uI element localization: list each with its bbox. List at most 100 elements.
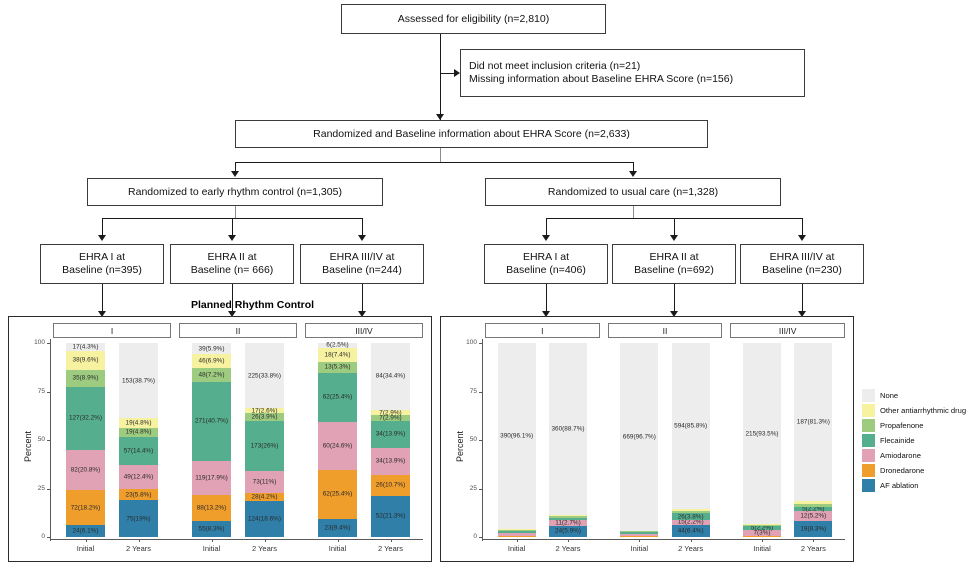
- bar-segment: [497, 532, 536, 537]
- legend-item[interactable]: Other antiarrhythmic drug: [862, 403, 966, 417]
- x-tick-mark: [211, 539, 213, 542]
- bar-segment: 72(18.2%): [65, 489, 106, 526]
- legend-label: Amiodarone: [880, 450, 921, 460]
- legend-item[interactable]: None: [862, 388, 898, 402]
- bar-segment: [620, 536, 659, 537]
- arrow-uc3-chart: [798, 311, 806, 317]
- bar-segment: 7(2.9%): [370, 409, 411, 416]
- bar-segment-label: 48(7.2%): [198, 371, 225, 379]
- box-assessed: Assessed for eligibility (n=2,810): [341, 4, 606, 34]
- bar-segment: [620, 533, 659, 537]
- connector-uc-down: [633, 162, 635, 172]
- bar-segment: 153(38.7%): [118, 343, 159, 419]
- stacked-bar: 24(6.1%)72(18.2%)82(20.8%)127(32.2%)35(8…: [65, 342, 106, 537]
- bar-segment-label: 26(3.8%): [677, 513, 704, 521]
- legend-item[interactable]: AF ablation: [862, 478, 918, 492]
- bar-segment-label: 24(6.1%): [72, 527, 99, 535]
- bar-segment: [671, 509, 710, 512]
- bar-segment-label: 84(34.4%): [375, 372, 406, 380]
- bar-segment: 28(4.2%): [244, 492, 285, 501]
- x-tick-mark: [264, 539, 266, 542]
- connector-erc1-chart: [102, 284, 104, 312]
- connector-uc1-chart: [546, 284, 548, 312]
- bar-segment: [497, 535, 536, 537]
- x-tick-label: Initial: [76, 544, 95, 553]
- box-uc-ehra-34-line-0: EHRA III/IV at: [769, 251, 835, 263]
- y-tick-label: 75: [469, 387, 477, 395]
- bar-segment: 669(96.7%): [620, 343, 659, 531]
- x-tick-mark: [762, 539, 763, 542]
- bar-segment-label: 19(4.8%): [125, 419, 152, 427]
- x-tick-mark: [568, 539, 569, 542]
- bar-segment-label: 26(3.9%): [251, 413, 278, 421]
- legend-item[interactable]: Amiodarone: [862, 448, 921, 462]
- x-axis-line: [50, 539, 423, 540]
- box-uc-ehra-2-line-1: Baseline (n=692): [634, 264, 714, 276]
- facet-strip-i: I: [53, 323, 171, 338]
- bar-segment-label: 24(5.9%): [555, 527, 581, 535]
- bar-segment: 19(4.8%): [118, 427, 159, 437]
- box-erc-ehra-34-line-0: EHRA III/IV at: [329, 251, 395, 263]
- bar-segment-label: 72(18.2%): [70, 504, 101, 512]
- bar-segment: [549, 515, 587, 517]
- bar-segment-label: 669(96.7%): [622, 433, 656, 441]
- connector-uc-b1: [546, 218, 548, 236]
- bar-segment: [743, 536, 781, 537]
- bar-segment-label: 594(85.8%): [674, 422, 708, 430]
- bar-segment: 23(9.4%): [317, 518, 358, 537]
- connector-randomized-down: [440, 148, 441, 162]
- y-tick-label: 0: [41, 533, 45, 540]
- legend-item[interactable]: Flecainide: [862, 433, 915, 447]
- bar-segment-label: 173(26%): [250, 442, 279, 450]
- connector-arms-horizontal: [235, 162, 633, 164]
- bar-segment: 5(2.2%): [794, 505, 833, 512]
- bar-segment: [497, 530, 536, 533]
- bar-segment: [549, 518, 587, 521]
- legend-label: Flecainide: [880, 435, 915, 445]
- box-erc-ehra-1-line-1: Baseline (n=395): [62, 264, 142, 276]
- bar-segment: 34(13.9%): [370, 447, 411, 475]
- bar-segment-label: 7(3%): [753, 529, 771, 537]
- y-axis-line: [50, 339, 51, 541]
- bar-segment: 594(85.8%): [671, 343, 710, 510]
- legend-label: Propafenone: [880, 420, 924, 430]
- bar-segment-label: 19(8.3%): [800, 525, 827, 533]
- legend-label: AF ablation: [880, 480, 919, 490]
- legend-item[interactable]: Propafenone: [862, 418, 924, 432]
- bar-segment: [743, 524, 781, 526]
- bar-segment-label: 39(5.9%): [198, 345, 225, 353]
- legend-swatch: [862, 463, 875, 477]
- bar-segment: 390(96.1%): [497, 343, 536, 530]
- bar-segment-label: 7(2.9%): [379, 414, 402, 422]
- box-erc-line-0: Randomized to early rhythm control (n=1,…: [128, 185, 342, 198]
- bar-segment: 11(2.7%): [549, 519, 587, 526]
- bar-segment: 15(2.2%): [671, 519, 710, 526]
- x-tick-label: 2 Years: [678, 544, 704, 553]
- bar-segment-label: 57(14.4%): [123, 447, 154, 455]
- stacked-bar: 24(5.9%)11(2.7%)360(88.7%): [549, 343, 587, 537]
- y-tick-mark: [47, 488, 50, 490]
- y-tick-mark: [479, 343, 482, 344]
- facet-strip-iii-iv: III/IV: [730, 323, 845, 338]
- bar-segment: [743, 535, 781, 537]
- bar-segment: 24(6.1%): [65, 525, 106, 537]
- bar-segment-label: 12(5.2%): [800, 512, 827, 520]
- legend-item[interactable]: Dronedarone: [862, 463, 924, 477]
- x-tick-mark: [85, 539, 87, 542]
- bar-segment-label: 35(8.9%): [72, 374, 99, 382]
- bar-segment: 119(17.9%): [191, 460, 232, 496]
- facet-strip-ii: II: [607, 323, 723, 338]
- bar-segment-label: 44(6.4%): [677, 527, 704, 535]
- bar-segment: 60(24.6%): [317, 421, 358, 470]
- legend-swatch: [862, 418, 875, 432]
- stacked-bar: 124(18.6%)28(4.2%)73(11%)173(26%)26(3.9%…: [244, 342, 285, 537]
- bar-segment-label: 46(6.9%): [198, 357, 225, 365]
- x-tick-mark: [639, 539, 641, 542]
- connector-erc-down: [235, 162, 237, 172]
- box-erc-ehra-34-line-1: Baseline (n=244): [322, 264, 402, 276]
- y-tick-label: 75: [37, 387, 45, 395]
- bar-segment: [794, 500, 833, 504]
